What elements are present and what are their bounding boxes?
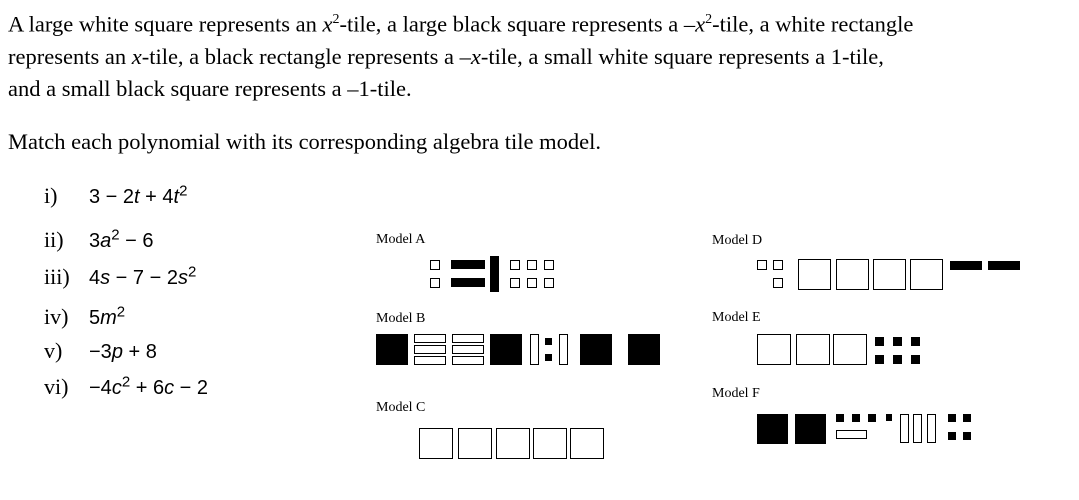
unit-tile <box>544 278 554 288</box>
unit-tile <box>430 278 440 288</box>
x2-tile <box>833 334 867 365</box>
neg-x-tile <box>451 260 485 269</box>
neg-unit-tile <box>911 337 920 346</box>
neg-unit-tile <box>963 414 971 422</box>
unit-tile <box>773 278 783 288</box>
x-tile <box>452 356 484 365</box>
neg-unit-tile <box>893 355 902 364</box>
neg-unit-tile <box>875 355 884 364</box>
neg-x2-tile <box>795 414 826 444</box>
model-b-label: Model B <box>376 311 426 326</box>
model-a-label: Model A <box>376 232 426 247</box>
polynomial-iii: iii)4s − 7 − 2s2 <box>44 263 197 289</box>
neg-unit-tile <box>852 414 860 422</box>
unit-tile <box>757 260 767 270</box>
x2-tile <box>757 334 791 365</box>
x-tile <box>530 334 539 365</box>
x-tile <box>913 414 922 443</box>
neg-unit-tile <box>868 414 876 422</box>
unit-tile <box>527 260 537 270</box>
x-tile <box>452 345 484 354</box>
x-tile <box>414 345 446 354</box>
x2-tile <box>798 259 831 290</box>
neg-unit-tile <box>886 414 892 421</box>
polynomial-vi: vi)−4c2 + 6c − 2 <box>44 373 208 399</box>
polynomial-v: v)−3p + 8 <box>44 338 157 363</box>
model-f-label: Model F <box>712 386 760 401</box>
neg-unit-tile <box>545 338 552 345</box>
neg-unit-tile <box>948 432 956 440</box>
neg-unit-tile <box>911 355 920 364</box>
instruction-text: Match each polynomial with its correspon… <box>8 129 601 154</box>
x2-tile <box>496 428 530 459</box>
unit-tile <box>510 278 520 288</box>
x2-tile <box>873 259 906 290</box>
polynomial-ii: ii)3a2 − 6 <box>44 226 154 252</box>
neg-x-tile <box>988 261 1020 270</box>
unit-tile <box>544 260 554 270</box>
polynomial-iv: iv)5m2 <box>44 303 126 329</box>
neg-unit-tile <box>893 337 902 346</box>
x-tile <box>836 430 867 439</box>
intro-paragraph: A large white square represents an x2-ti… <box>8 11 914 101</box>
model-c-label: Model C <box>376 400 426 415</box>
neg-x2-tile <box>376 334 408 365</box>
neg-x2-tile <box>628 334 660 365</box>
x-tile <box>414 334 446 343</box>
neg-unit-tile <box>963 432 971 440</box>
unit-tile <box>773 260 783 270</box>
unit-tile <box>430 260 440 270</box>
neg-x2-tile <box>490 334 522 365</box>
x2-tile <box>570 428 604 459</box>
x-tile <box>414 356 446 365</box>
neg-x-tile <box>490 256 499 292</box>
x2-tile <box>796 334 830 365</box>
x2-tile <box>458 428 492 459</box>
x2-tile <box>910 259 943 290</box>
neg-x-tile <box>451 278 485 287</box>
neg-x2-tile <box>757 414 788 444</box>
neg-unit-tile <box>836 414 844 422</box>
x-tile <box>900 414 909 443</box>
x2-tile <box>419 428 453 459</box>
unit-tile <box>510 260 520 270</box>
x-tile <box>559 334 568 365</box>
x-tile <box>452 334 484 343</box>
neg-unit-tile <box>545 354 552 361</box>
model-e-label: Model E <box>712 310 761 325</box>
unit-tile <box>527 278 537 288</box>
neg-x2-tile <box>580 334 612 365</box>
neg-x-tile <box>950 261 982 270</box>
polynomial-i: i)3 − 2t + 4t2 <box>44 182 188 208</box>
x2-tile <box>533 428 567 459</box>
model-d-label: Model D <box>712 233 763 248</box>
neg-unit-tile <box>948 414 956 422</box>
x-tile <box>927 414 936 443</box>
x2-tile <box>836 259 869 290</box>
neg-unit-tile <box>875 337 884 346</box>
